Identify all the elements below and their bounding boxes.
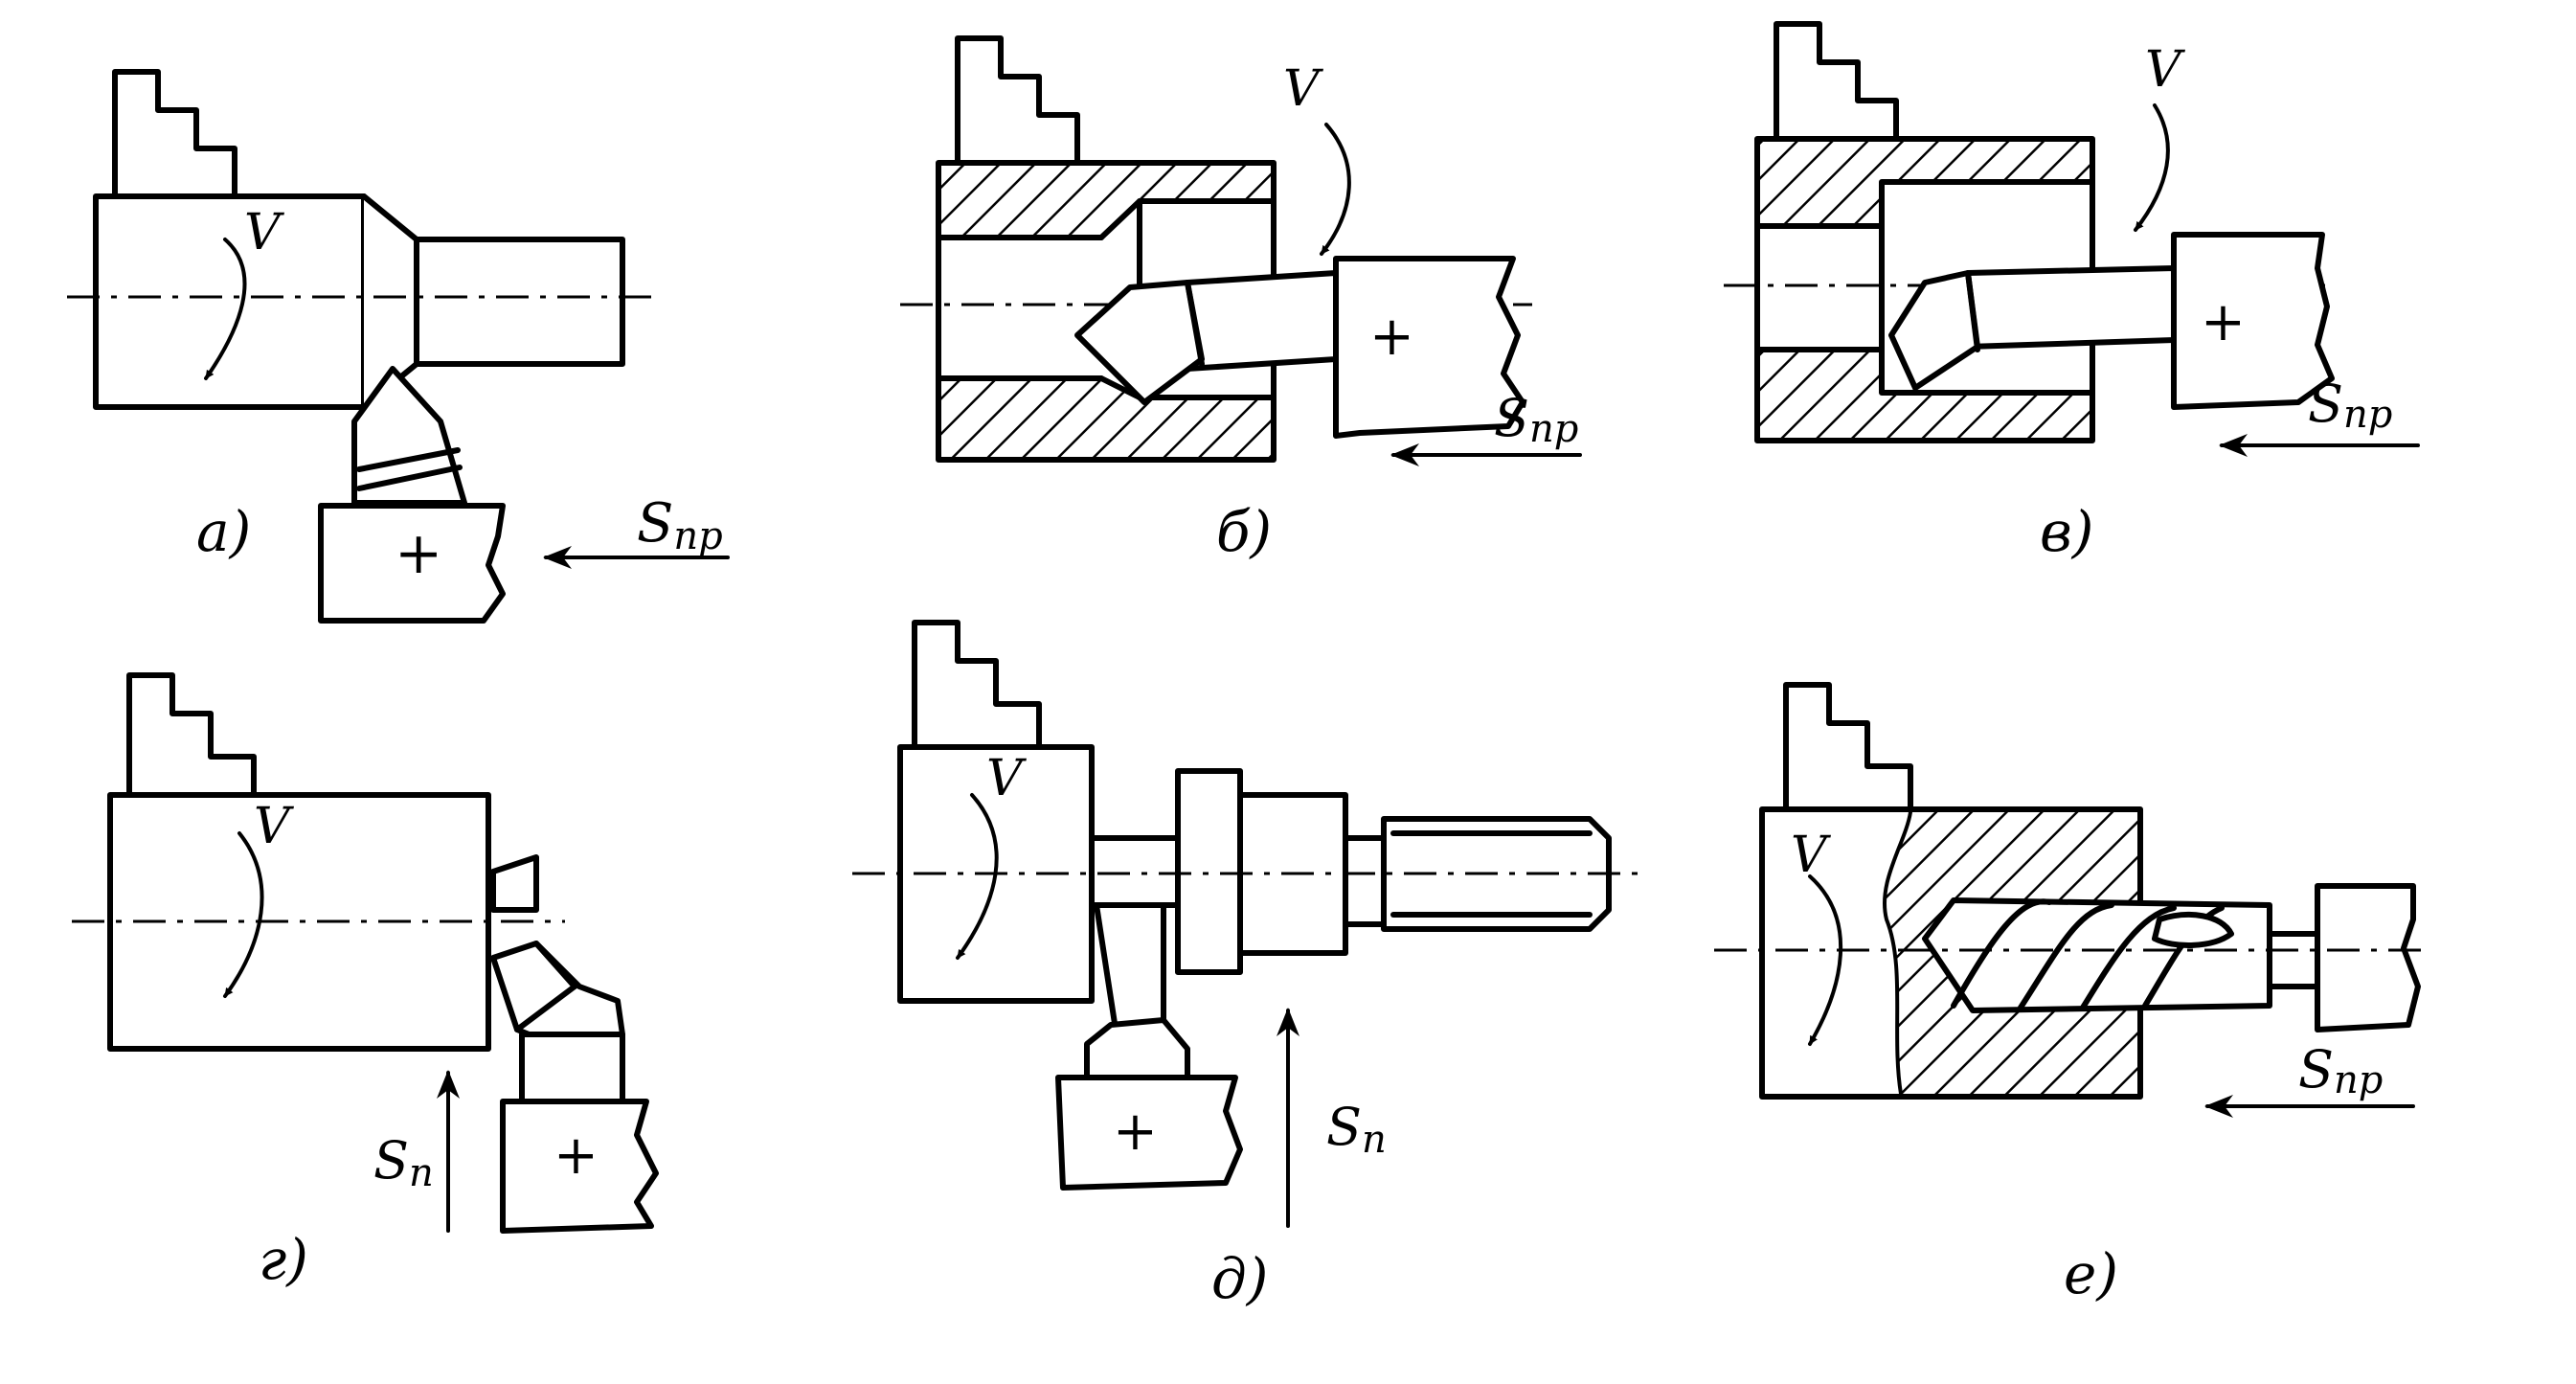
tool-holder: [2171, 232, 2335, 410]
chuck-jaw: [126, 672, 257, 798]
rotation-arrow: [956, 793, 999, 960]
velocity-label: V: [254, 798, 294, 855]
twist-drill: [1922, 897, 2272, 1013]
tool-holder: [1333, 256, 1525, 439]
tool-holder-plus: +: [395, 520, 442, 587]
panel-g: V + Sп г): [72, 672, 659, 1292]
rotation-arrow: [2134, 103, 2170, 232]
workpiece-body: [107, 792, 491, 1052]
panel-d: V + Sп д): [852, 620, 1647, 1311]
rotation-arrow: [204, 238, 247, 380]
feed-label: Sп: [1326, 1097, 1387, 1162]
feed-label: Sпр: [637, 492, 723, 558]
rotation-arrow: [1320, 123, 1351, 256]
chip: [490, 854, 539, 913]
chuck-jaw: [112, 69, 237, 199]
panel-b: + V Sпр б): [900, 35, 1582, 564]
rotation-arrow: [223, 831, 264, 998]
feed-label: Sпр: [2298, 1039, 2383, 1102]
tool-holder-plus: +: [2201, 291, 2246, 353]
velocity-label: V: [2145, 41, 2185, 99]
velocity-label: V: [1283, 60, 1323, 118]
workpiece-body: [93, 193, 367, 410]
collar: [1175, 768, 1243, 975]
facing-tool: [490, 941, 659, 1234]
feed-label: Sп: [373, 1130, 434, 1195]
rotation-arrow: [1808, 874, 1843, 1046]
tool-holder-plus: +: [1113, 1100, 1158, 1163]
chuck-jaw: [912, 620, 1042, 750]
parting-tool: [1055, 902, 1243, 1191]
break-line: [1883, 810, 1912, 1096]
caption-d: д): [1211, 1246, 1268, 1311]
chuck-jaw: [955, 35, 1080, 166]
drill-shank: [2267, 931, 2320, 989]
panel-a: V + Sпр а): [67, 69, 730, 624]
workpiece-step: [414, 237, 625, 367]
caption-e: е): [2064, 1241, 2118, 1306]
chuck-jaw: [1783, 682, 1913, 812]
feed-label: Sпр: [2308, 374, 2392, 437]
velocity-label: V: [1791, 827, 1831, 884]
boring-bar: [1074, 270, 1339, 405]
caption-g: г): [259, 1227, 308, 1292]
velocity-label: V: [986, 750, 1027, 807]
cutting-tool: [318, 366, 506, 624]
chuck-jaw: [1774, 21, 1899, 142]
panel-v: + V Sпр в): [1724, 21, 2420, 564]
feed-label: Sпр: [1494, 388, 1578, 451]
caption-a: а): [196, 499, 251, 564]
neck: [1343, 835, 1387, 927]
caption-v: в): [2040, 499, 2093, 564]
velocity-label: V: [244, 204, 284, 261]
tool-holder-plus: +: [1369, 306, 1414, 368]
boring-bar: [1888, 265, 2177, 391]
groove-neck: [1089, 835, 1181, 908]
tool-holder-plus: +: [554, 1124, 599, 1187]
panel-e: V Sпр е): [1714, 682, 2432, 1306]
tailstock-holder: [2315, 883, 2421, 1032]
caption-b: б): [1216, 499, 1272, 564]
